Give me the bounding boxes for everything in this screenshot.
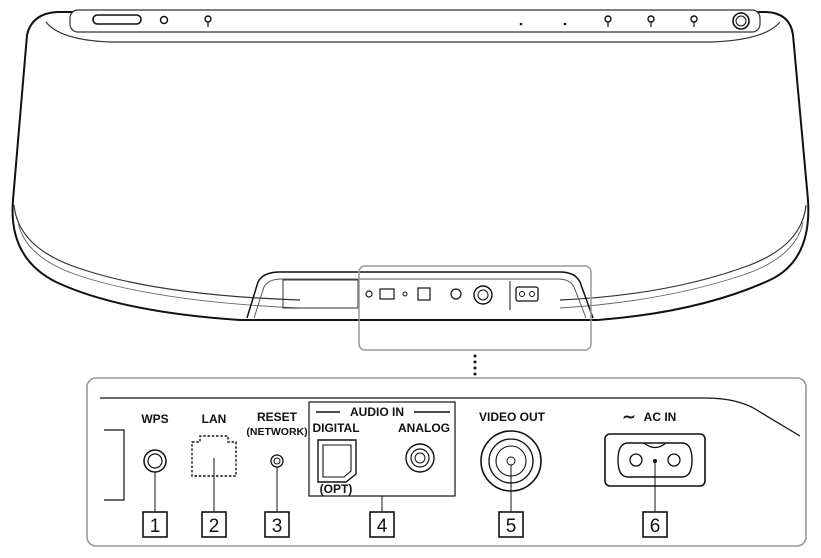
ac-symbol: ∼	[622, 409, 635, 426]
panel-top-line	[100, 397, 801, 437]
lower-band-curve-1	[13, 204, 301, 301]
callout-2-number: 2	[209, 516, 220, 537]
lower-band-curve-4	[559, 221, 804, 309]
top-buttons	[92, 12, 750, 30]
indicator-dot-icon-1	[519, 22, 523, 26]
optical-port-small	[417, 287, 431, 301]
lan-port-small	[379, 288, 395, 300]
panel-bracket-left	[104, 429, 125, 501]
port-highlight-box	[358, 265, 592, 351]
reset-sub-label: (NETWORK)	[246, 426, 307, 438]
optical-port-icon	[317, 439, 357, 483]
top-control-strip	[69, 9, 761, 33]
volume-bar-icon	[92, 14, 142, 25]
video-out-label: VIDEO OUT	[479, 410, 546, 424]
opt-label: (OPT)	[320, 482, 353, 496]
ac-in-label: AC IN	[644, 410, 677, 424]
power-button-icon	[159, 15, 169, 25]
reset-label: RESET	[257, 410, 298, 424]
stand-outline	[246, 271, 594, 319]
analog-label: ANALOG	[398, 421, 450, 435]
detail-panel	[86, 377, 807, 547]
speaker-body	[11, 9, 810, 321]
callout-5: 5	[498, 511, 524, 538]
ac-port-small	[515, 286, 539, 302]
callout-6: 6	[642, 511, 668, 538]
speaker-outline	[11, 11, 810, 321]
ac-in-socket-icon	[617, 442, 693, 478]
callout-3-number: 3	[272, 516, 283, 537]
callout-2: 2	[201, 511, 227, 538]
lower-band-curve-3	[17, 221, 301, 309]
lan-port-icon	[191, 435, 237, 477]
video-port-small	[473, 285, 493, 305]
callout-4-number: 4	[377, 516, 388, 537]
stand-label-recess	[282, 279, 359, 309]
indicator-dot-icon-2	[563, 22, 567, 26]
callout-6-number: 6	[650, 516, 661, 537]
audio-in-label: AUDIO IN	[350, 405, 404, 419]
rear-stand	[246, 271, 594, 319]
callout-4: 4	[369, 511, 395, 538]
analog-port-small	[450, 288, 462, 300]
reset-port-small	[402, 291, 408, 297]
nfc-button-icon	[732, 12, 750, 30]
callout-3: 3	[264, 511, 290, 538]
grille-top-edge	[45, 21, 781, 43]
wps-port-small	[365, 290, 373, 298]
wps-label: WPS	[141, 412, 168, 426]
callout-1-number: 1	[150, 516, 161, 537]
callout-5-number: 5	[506, 516, 517, 537]
digital-label: DIGITAL	[312, 421, 359, 435]
dotted-connector	[473, 354, 477, 376]
analog-jack-icon	[405, 443, 435, 473]
lan-label: LAN	[202, 412, 227, 426]
callout-1: 1	[142, 511, 168, 538]
lower-band-curve-2	[559, 204, 807, 301]
